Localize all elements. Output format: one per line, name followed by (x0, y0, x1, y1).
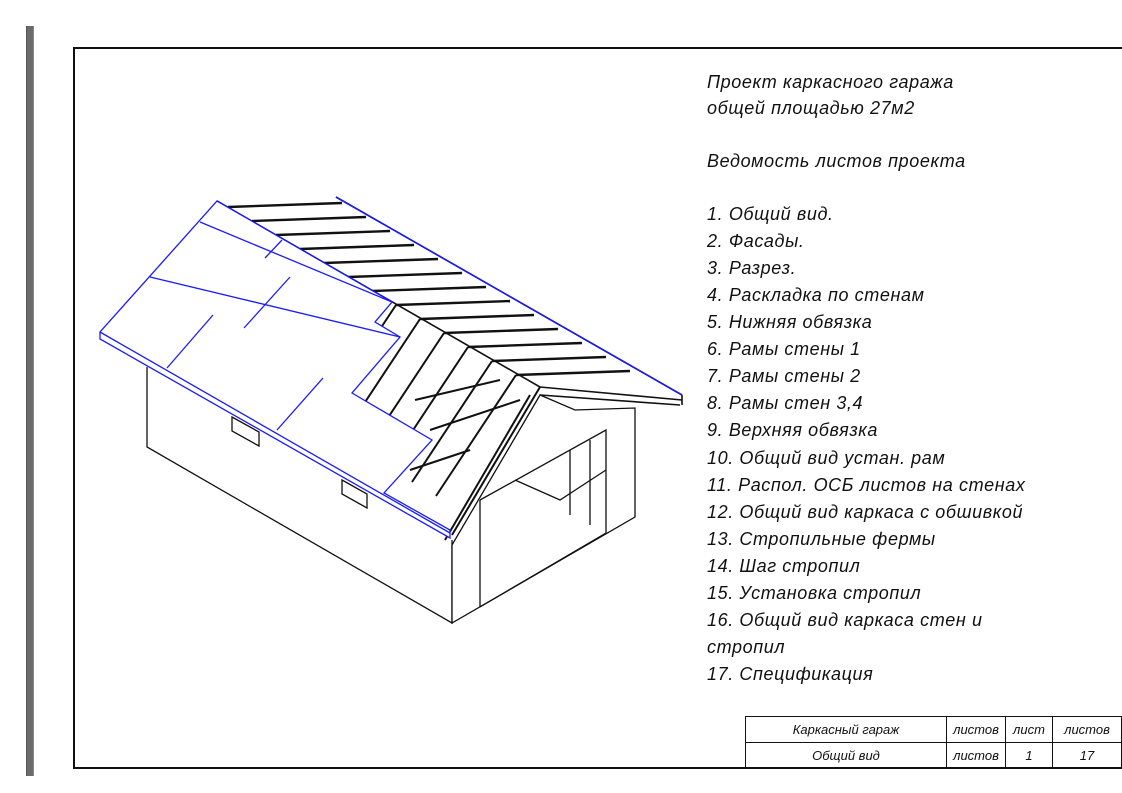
title-block-sheet-number: 1 (1005, 742, 1053, 769)
title-block-sheet-label: лист (1005, 716, 1053, 743)
sheet-list-item: 11. Распол. ОСБ листов на стенах (707, 475, 1026, 495)
sheet-list-item: 1. Общий вид. (707, 204, 834, 224)
drawing-frame (73, 47, 1122, 769)
sheet-list-item: 6. Рамы стены 1 (707, 339, 861, 359)
roof-sheathing (99, 200, 451, 540)
sheet-list-item: 16. Общий вид каркаса стен и (707, 610, 983, 630)
left-edge-bar (26, 26, 34, 776)
title-block-row2-label: листов (946, 742, 1006, 769)
title-block-project: Каркасный гараж (745, 716, 947, 743)
sheet-list-item: 12. Общий вид каркаса с обшивкой (707, 502, 1024, 522)
sheet-list-item: 3. Разрез. (707, 258, 797, 278)
project-title-line-1: Проект каркасного гаража (707, 72, 954, 92)
sheet-list-item: 10. Общий вид устан. рам (707, 448, 946, 468)
sheet-list-item: стропил (707, 637, 786, 657)
title-block-total-label: листов (1052, 716, 1122, 743)
sheet-list-heading: Ведомость листов проекта (707, 151, 966, 171)
title-block-sheet-name: Общий вид (745, 742, 947, 769)
sheet-list-item: 4. Раскладка по стенам (707, 285, 925, 305)
sheet-list-item: 15. Установка стропил (707, 583, 922, 603)
sheet-list-item: 5. Нижняя обвязка (707, 312, 873, 332)
title-block: Каркасный гараж листов лист листов Общий… (745, 716, 1122, 769)
sheet-list-item: 7. Рамы стены 2 (707, 366, 861, 386)
sheet-list-item: 8. Рамы стен 3,4 (707, 393, 864, 413)
sheet-list-item: 13. Стропильные фермы (707, 529, 936, 549)
sheet-list-item: 2. Фасады. (707, 231, 805, 251)
title-block-total-sheets: 17 (1052, 742, 1122, 769)
sheet-list-item: 9. Верхняя обвязка (707, 420, 879, 440)
sheet-list-item: 14. Шаг стропил (707, 556, 861, 576)
title-block-sheets-label: листов (946, 716, 1006, 743)
wall-windows (231, 415, 368, 510)
sheet-list-item: 17. Спецификация (707, 664, 874, 684)
project-title-line-2: общей площадью 27м2 (707, 98, 915, 118)
